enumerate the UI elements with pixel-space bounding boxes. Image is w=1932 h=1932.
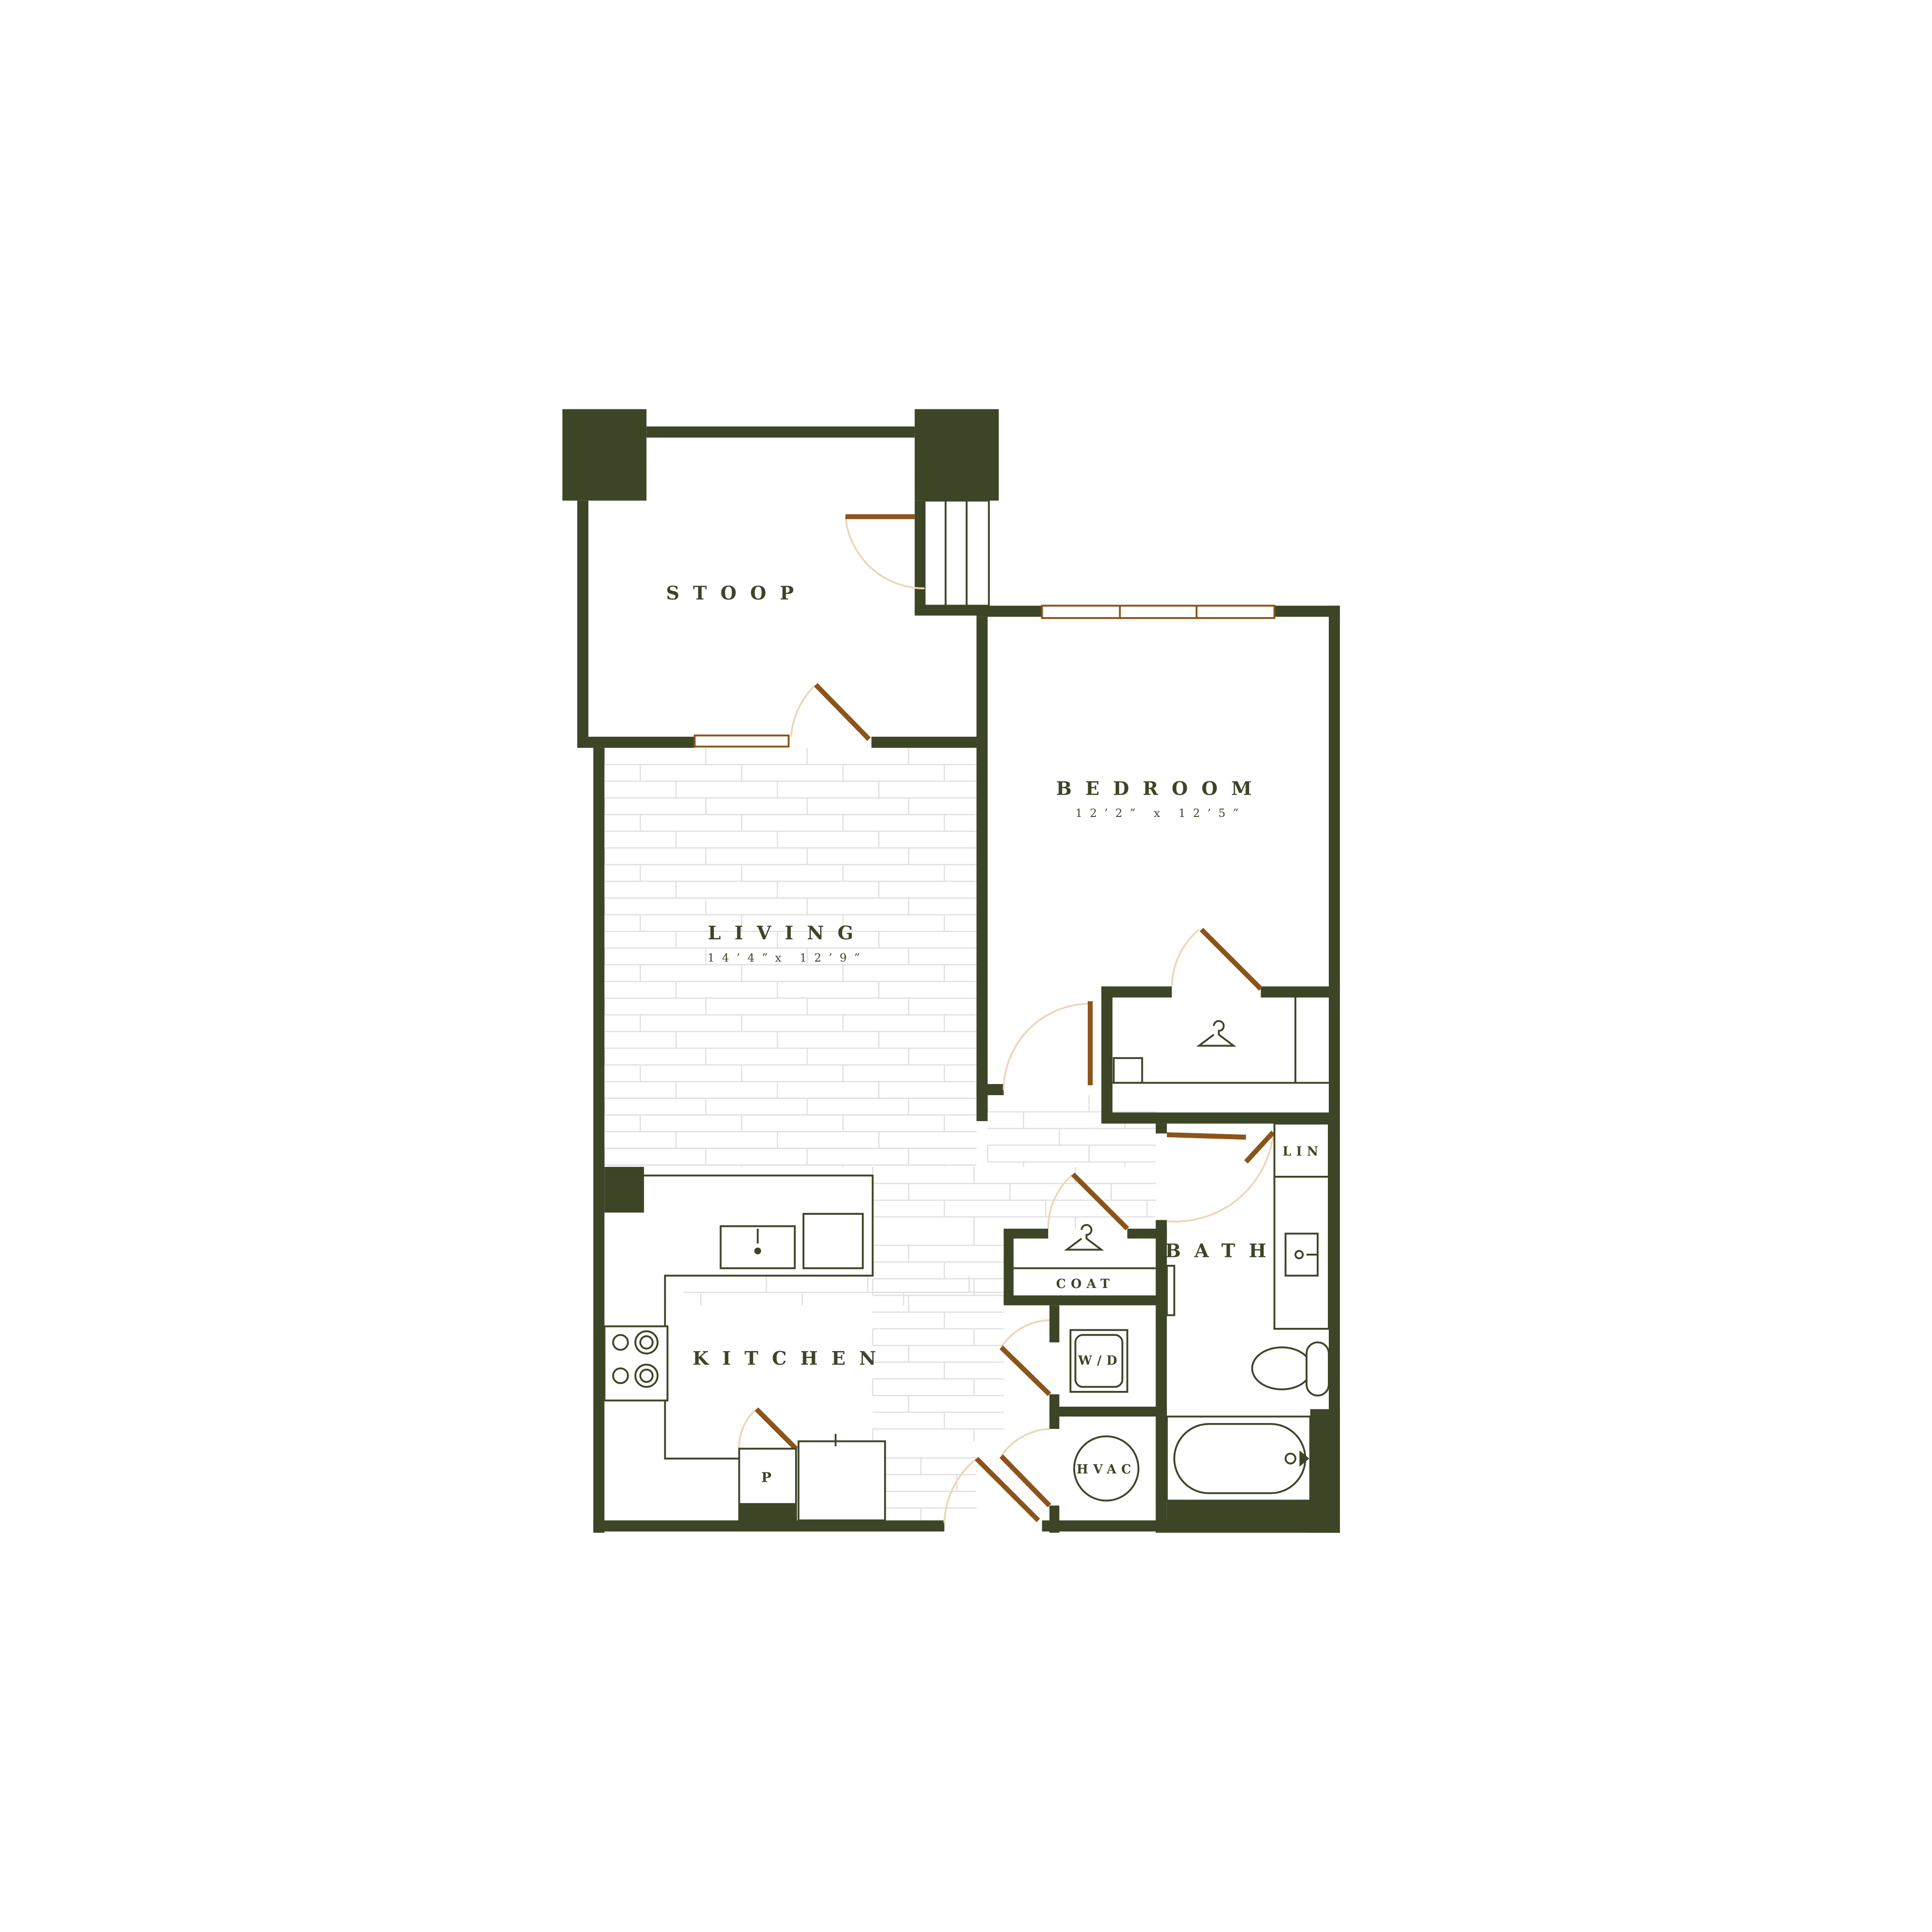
front-door [975,1457,1040,1522]
walls [562,409,1340,1533]
closet-box [1113,1057,1143,1084]
burner-4 [634,1364,659,1388]
refrigerator [797,1440,886,1522]
pantry-shelf [739,1503,796,1521]
coat-bottom-wall [1003,1295,1167,1306]
stoop-steps [924,499,990,607]
closet-fixtures [1014,997,1329,1316]
entry-door [814,683,871,741]
bedroom-right-wall [1328,606,1340,1533]
coat-side-panel [1166,1265,1175,1316]
stoop-column-right [914,409,999,501]
entry-door-swing [790,684,816,737]
hanger-icon [1064,1224,1104,1251]
kitchen-column [604,1167,644,1213]
wd-left-wall-top [1049,1305,1059,1343]
room-label-kitchen: KITCHEN [693,1347,890,1369]
room-label-stoop: STOOP [666,582,807,604]
room-label-living: LIVING [708,922,867,944]
bath-top-stub [1155,1123,1167,1134]
doors [754,514,1275,1522]
stoop-column-left [562,409,647,501]
burner-3 [612,1367,629,1384]
fixture-label-pantry: P [761,1469,777,1486]
bedroom-window [1041,605,1275,619]
toilet-bowl [1251,1346,1313,1390]
bedroom-closet-door-swing [1171,929,1200,987]
hvac-door [999,1454,1052,1507]
fixture-label-hvac: HVAC [1077,1462,1136,1477]
fixture-label-linen: LIN [1282,1145,1323,1159]
hanger-icon [1196,1020,1237,1047]
stoop-left-wall [577,500,589,748]
room-label-bath: BATH [1165,1240,1280,1262]
hvac-door-swing [1000,1428,1050,1457]
bath-door-leaf-2 [1244,1130,1275,1164]
door-swings [738,516,1274,1523]
bedroom-door-swing [1002,1002,1090,1090]
fixture-label-wd: W/D [1078,1353,1122,1368]
hvac-unit [1073,1435,1140,1502]
windows [694,605,1275,748]
steps-outline [924,499,990,607]
burner-1 [612,1334,629,1351]
room-label-bedroom: BEDROOM [1056,778,1265,799]
coat-door [1071,1172,1129,1231]
wd-inner [1074,1334,1123,1388]
stoop-door-swing [844,516,925,590]
fixture-label-coat: COAT [1056,1277,1115,1291]
bath-left-wall [1155,1220,1167,1533]
bedroom-left-wall [976,617,988,1084]
pantry-door [754,1407,798,1451]
room-dimensions-living: 14’4”x 12’9” [708,951,867,964]
range-burners [612,1330,659,1388]
bedroom-left-wall-stub2 [976,1084,988,1122]
wd-door-swing [1000,1319,1050,1348]
bottom-wall-left [593,1520,944,1532]
dishwasher [802,1213,864,1269]
bedroom-top-wall-left [976,606,1042,617]
bath-fixtures [1069,1122,1330,1502]
living-top-wall-left [577,736,695,748]
pantry-door-swing [738,1408,757,1449]
steps-bottom-wall [914,606,989,616]
coat-top-wall [1003,1229,1048,1239]
bath-fixture-details [1284,1250,1318,1467]
coat-door-swing [1047,1173,1074,1229]
bath-right-block [1310,1409,1340,1533]
living-window [694,734,790,748]
room-dimensions-bedroom: 12’2” x 12’5” [1075,807,1246,820]
wd-door [999,1345,1052,1396]
toilet-tank [1305,1341,1330,1396]
wd-bottom-wall [1049,1406,1167,1417]
stoop-right-wall [914,500,925,615]
bath-door-leaf-1 [1167,1132,1246,1140]
coat-top-wall-right [1127,1229,1167,1239]
closet-left-wall [1101,986,1113,1122]
bedroom-top-wall-right [1274,606,1340,617]
front-door-swing [943,1458,977,1523]
closet-bottom-wall [1101,1112,1329,1124]
bath-door-swing [1167,1135,1274,1223]
bedroom-closet-door [1199,928,1263,991]
closet-top-wall-right [1261,986,1329,998]
coat-left-wall [1003,1229,1014,1303]
sink-faucet [754,1229,761,1255]
stoop-top-wall [646,426,915,438]
burner-2 [634,1330,659,1355]
bottom-wall-right [1042,1520,1340,1532]
living-left-wall [593,747,605,1533]
linen-closet [1273,1122,1330,1178]
living-top-wall-right [871,736,985,748]
closet-top-wall-left [1101,986,1172,998]
